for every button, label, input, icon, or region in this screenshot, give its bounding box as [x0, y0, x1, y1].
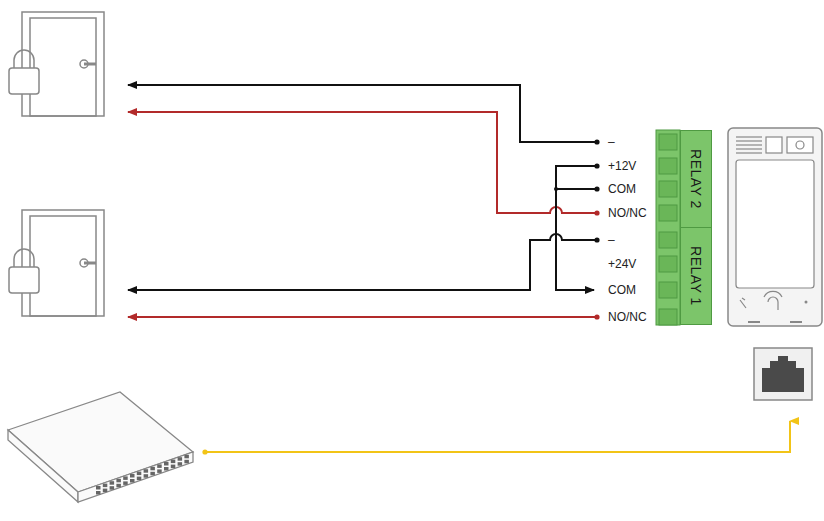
door-1 [9, 12, 104, 116]
switch-port [144, 474, 149, 478]
switch-port [178, 457, 183, 461]
pin-label: COM [608, 283, 636, 297]
wire-dots [202, 139, 599, 454]
terminal-screw [659, 256, 677, 272]
switch-port [137, 477, 142, 481]
switch-port [150, 467, 155, 471]
wires [128, 85, 790, 452]
switch-port [110, 486, 115, 490]
switch-port [96, 486, 101, 490]
switch-port [130, 474, 135, 478]
switch-port [157, 469, 162, 473]
switch-port [103, 484, 108, 488]
switch-port [137, 472, 142, 476]
terminal-screw [659, 205, 677, 221]
switch-port [116, 479, 121, 483]
switch-port [110, 481, 115, 485]
pin-label: – [608, 135, 615, 149]
pin-label: COM [608, 182, 636, 196]
terminal-screw [659, 134, 677, 150]
switch-port [123, 476, 128, 480]
terminal-screw [659, 232, 677, 248]
intercom-device [728, 128, 822, 326]
terminal-screw [659, 158, 677, 174]
switch-port [116, 484, 121, 488]
switch-port [123, 481, 128, 485]
relay-section: RELAY 2 [680, 130, 712, 228]
terminal-screw [659, 309, 677, 325]
switch-port [144, 469, 149, 473]
pin-label: – [608, 233, 615, 247]
switch-port [171, 460, 176, 464]
switch-port [164, 467, 169, 471]
ethernet-port [754, 348, 812, 400]
network-switch [8, 392, 193, 502]
switch-port [171, 465, 176, 469]
relay-section: RELAY 1 [680, 227, 712, 325]
switch-port [96, 491, 101, 495]
switch-port [103, 489, 108, 493]
switch-port [150, 472, 155, 476]
switch-port [178, 462, 183, 466]
switch-port [184, 460, 189, 464]
pin-label: +24V [608, 257, 636, 271]
pin-label: NO/NC [608, 206, 647, 220]
door-2 [9, 210, 104, 316]
relay-label: RELAY 2 [688, 149, 704, 209]
relay-label: RELAY 1 [688, 246, 704, 306]
switch-port [184, 455, 189, 459]
switch-port [164, 462, 169, 466]
terminal-screw [659, 282, 677, 298]
switch-port [130, 479, 135, 483]
terminal-block [656, 130, 680, 325]
switch-port [157, 464, 162, 468]
pin-label: +12V [608, 159, 636, 173]
terminal-screw [659, 181, 677, 197]
pin-label: NO/NC [608, 310, 647, 324]
